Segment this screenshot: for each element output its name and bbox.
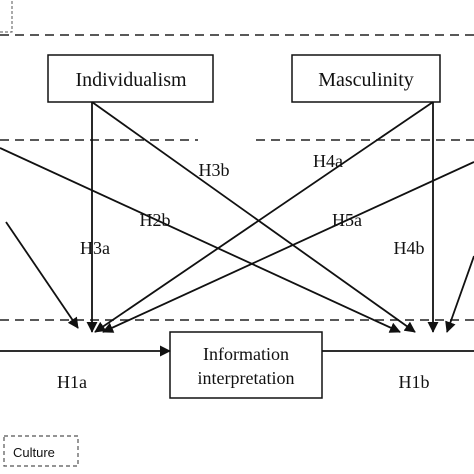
label-h5a: H5a — [332, 210, 362, 230]
information-interpretation-label-line1: Information — [203, 344, 289, 364]
label-h3b: H3b — [199, 160, 230, 180]
label-h1a: H1a — [57, 372, 87, 392]
culture-legend-label: Culture — [13, 445, 55, 460]
individualism-box — [47, 54, 214, 103]
arrow-h3b — [91, 101, 416, 333]
label-h4a: H4a — [313, 151, 343, 171]
arrow-h5a — [102, 161, 474, 333]
information-interpretation-label-line2: interpretation — [198, 368, 295, 388]
top-corner-box — [0, 0, 13, 33]
culture-legend-box — [3, 435, 79, 467]
masculinity-label: Masculinity — [318, 69, 414, 91]
label-h2b: H2b — [140, 210, 171, 230]
arrow-left-diagonal — [5, 221, 79, 329]
individualism-label: Individualism — [75, 69, 187, 91]
label-h4b: H4b — [394, 238, 425, 258]
arrow-h2b — [0, 147, 401, 333]
label-h1b: H1b — [399, 372, 430, 392]
arrow-right-diagonal — [445, 255, 474, 333]
arrow-h4a — [94, 101, 434, 333]
label-h3a: H3a — [80, 238, 110, 258]
masculinity-box — [291, 54, 441, 103]
information-interpretation-box — [169, 331, 323, 399]
